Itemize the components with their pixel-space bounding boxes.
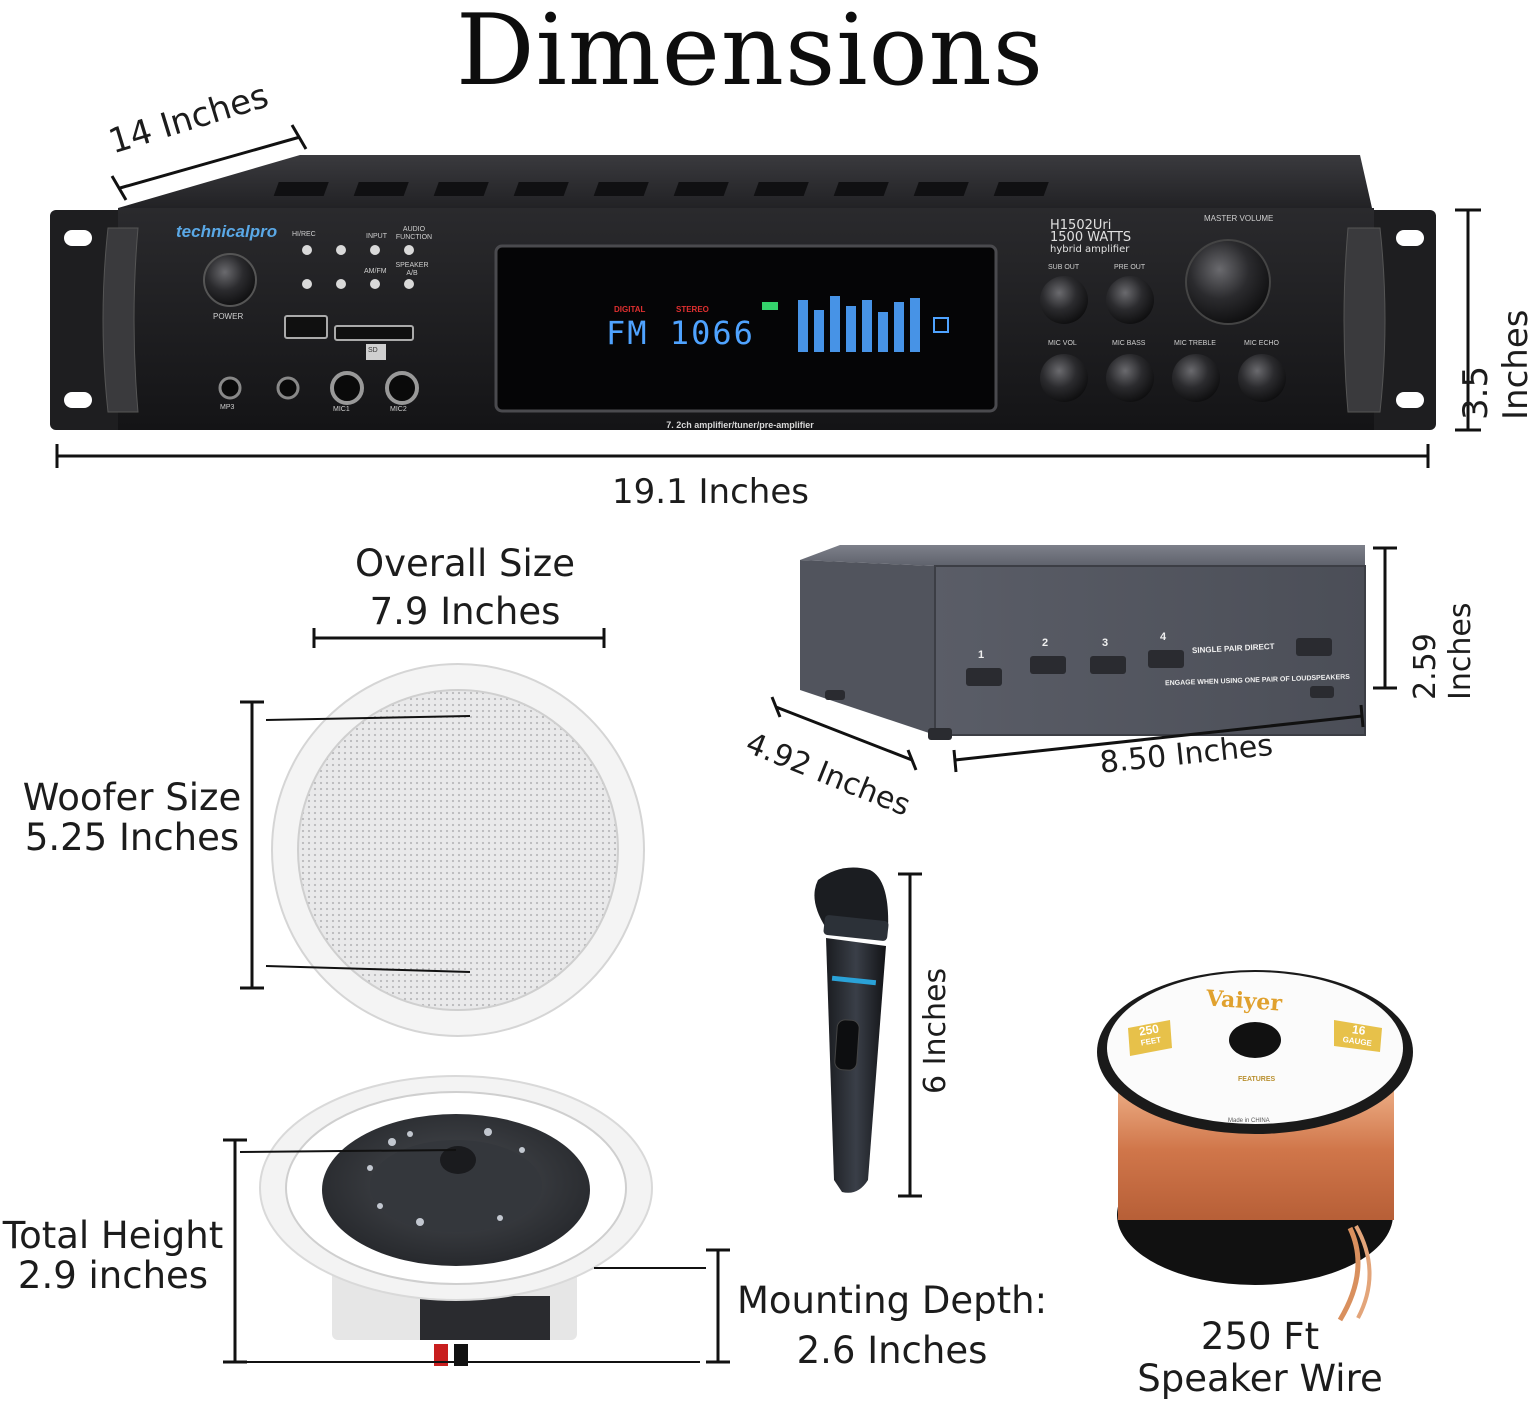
wire-features: FEATURES (1238, 1076, 1276, 1083)
selector-btn-3: 3 (1102, 637, 1109, 649)
woofer-size-label: Woofer Size (22, 776, 242, 819)
mic2-label: MIC2 (390, 406, 407, 413)
speaker-driver-dimension-lines (223, 1138, 730, 1364)
amp-height-label: 3.5 Inches (1456, 309, 1536, 420)
page-title: Dimensions (456, 0, 1044, 108)
audio-function-label: AUDIO FUNCTION (395, 226, 433, 241)
speaker-front-dimension-lines (240, 628, 606, 990)
mounting-depth-value: 2.6 Inches (796, 1329, 988, 1372)
overall-size-value: 7.9 Inches (369, 590, 561, 633)
amp-subtitle: hybrid amplifier (1050, 244, 1130, 255)
mic1-label: MIC1 (333, 406, 350, 413)
amp-width-label: 19.1 Inches (612, 472, 809, 512)
amp-model-block: H1502Uri 1500 WATTS hybrid amplifier (1050, 218, 1132, 256)
ceiling-speaker-driver (259, 1075, 653, 1366)
total-height-block: Total Height 2.9 inches (0, 1216, 226, 1296)
wire-label-line2: Speaker Wire (1137, 1357, 1383, 1400)
hirec-label: HI/REC (292, 231, 316, 238)
mic-bass-label: MIC BASS (1112, 340, 1146, 347)
amfm-label: AM/FM (364, 268, 387, 275)
amp-watts: 1500 WATTS (1050, 230, 1132, 245)
wire-brand: Vaiyer (1205, 985, 1283, 1017)
pre-out-label: PRE OUT (1114, 264, 1146, 271)
display-frequency: FM 1066 (606, 314, 755, 352)
display-stereo: STEREO (676, 305, 709, 314)
woofer-size-value: 5.25 Inches (24, 816, 240, 859)
amp-dimension-lines (55, 124, 1481, 468)
overall-size-label: Overall Size (355, 542, 575, 585)
speaker-ab-label: SPEAKER A/B (395, 262, 429, 277)
selector-dimension-lines (770, 546, 1397, 773)
microphone (814, 867, 889, 1193)
ceiling-speaker-front (271, 663, 645, 1037)
overall-size-block: Overall Size 7.9 Inches (330, 540, 600, 636)
mp3-label: MP3 (220, 404, 235, 411)
power-label: POWER (213, 312, 244, 321)
mic-vol-label: MIC VOL (1048, 340, 1077, 347)
total-height-label: Total Height (2, 1214, 224, 1257)
wire-made-in: Made in CHINA (1228, 1118, 1270, 1124)
wire-label-line1: 250 Ft (1200, 1315, 1320, 1358)
mounting-depth-label: Mounting Depth: (736, 1279, 1048, 1322)
speaker-selector (800, 545, 1366, 740)
selector-btn-2: 2 (1042, 637, 1049, 649)
amp-brand-logo: technicalpro (176, 222, 278, 241)
mounting-depth-block: Mounting Depth: 2.6 Inches (734, 1276, 1050, 1376)
selector-btn-4: 4 (1160, 631, 1167, 643)
mic-treble-label: MIC TREBLE (1174, 340, 1216, 347)
display-digital: DIGITAL (614, 305, 646, 314)
product-illustration (50, 124, 1481, 1366)
microphone-height-label: 6 Inches (918, 967, 953, 1094)
mic-echo-label: MIC ECHO (1244, 340, 1279, 347)
master-volume-label: MASTER VOLUME (1204, 214, 1274, 223)
selector-btn-1: 1 (978, 649, 985, 661)
woofer-size-block: Woofer Size 5.25 Inches (12, 778, 252, 858)
speaker-wire-spool (1097, 970, 1413, 1322)
sub-out-label: SUB OUT (1048, 264, 1080, 271)
wire-label-block: 250 Ft Speaker Wire (1110, 1316, 1410, 1400)
selector-height-label: 2.59 Inches (1408, 602, 1478, 700)
sd-label: SD (368, 347, 378, 354)
amp-footer: 7. 2ch amplifier/tuner/pre-amplifier (666, 420, 814, 430)
total-height-value: 2.9 inches (17, 1254, 209, 1297)
input-label: INPUT (366, 233, 387, 240)
microphone-dimension-lines (898, 872, 922, 1198)
amp-model: H1502Uri (1050, 218, 1112, 233)
amplifier (50, 155, 1436, 430)
